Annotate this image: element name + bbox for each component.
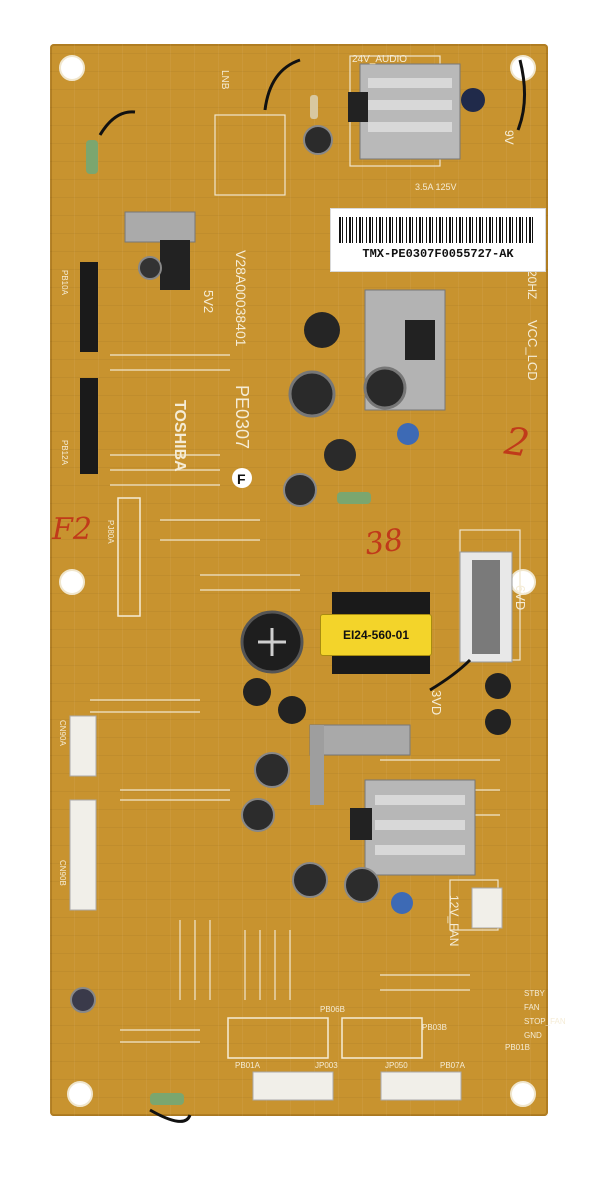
connector-label-1: PB10A bbox=[60, 270, 69, 296]
heatsink-top bbox=[348, 63, 461, 160]
connector-label-12: JP050 bbox=[385, 1061, 408, 1070]
barcode-sticker: TMX-PE0307F0055727-AK bbox=[330, 208, 546, 272]
connector-label-4: CN90A bbox=[58, 720, 67, 746]
silk-label-3: 5V2 bbox=[201, 290, 216, 313]
bracket bbox=[309, 724, 411, 805]
silk-label-9: 9V bbox=[502, 130, 516, 145]
connector-label-2: PB12A bbox=[60, 440, 69, 466]
connector-label-5: CN90B bbox=[58, 860, 67, 886]
mounting-hole bbox=[67, 1081, 93, 1107]
connector-label-8: PB07A bbox=[440, 1061, 466, 1070]
connector-label-3: PJ80A bbox=[106, 520, 115, 544]
heatsink-bottom bbox=[350, 779, 476, 876]
handwritten-mark-f2: F2 bbox=[52, 512, 92, 547]
silk-label-13: GND bbox=[524, 1031, 542, 1040]
silk-label-1: 24V_AUDIO bbox=[352, 54, 407, 65]
silk-label-5: VCC_LCD bbox=[525, 320, 540, 381]
silk-label-12: STOP_FAN bbox=[524, 1017, 566, 1026]
brand-text: TOSHIBA bbox=[171, 400, 188, 472]
blue-capacitors bbox=[391, 423, 419, 914]
silkscreen-text: TOSHIBA V28A00038401 PE0307 F 3.5A 125V … bbox=[58, 54, 566, 1070]
mounting-hole bbox=[59, 55, 85, 81]
mounting-hole bbox=[59, 569, 85, 595]
connector-label-9: PB01A bbox=[235, 1061, 261, 1070]
silk-label-4: 20HZ bbox=[525, 270, 539, 299]
connector-label-6: PB01B bbox=[505, 1043, 530, 1052]
connector-label-10: PB06B bbox=[320, 1005, 345, 1014]
silk-label-10: STBY bbox=[524, 989, 546, 998]
transformer-label: EI24-560-01 bbox=[320, 614, 432, 656]
silk-label-8: 12V_FAN bbox=[447, 895, 461, 946]
revision-badge bbox=[232, 468, 252, 488]
handwritten-mark-38: 38 bbox=[362, 522, 406, 563]
mounting-hole bbox=[510, 1081, 536, 1107]
heatsink-small bbox=[124, 211, 196, 290]
fuse-rating-text: 3.5A 125V bbox=[415, 182, 457, 192]
barcode-text: TMX-PE0307F0055727-AK bbox=[362, 247, 514, 261]
resistors bbox=[86, 95, 371, 1105]
part-number-text: V28A00038401 bbox=[233, 250, 249, 347]
silk-label-2: LNB bbox=[219, 70, 230, 90]
wires bbox=[98, 58, 527, 1123]
lnb-outline bbox=[214, 114, 286, 196]
connectors bbox=[69, 262, 503, 1101]
transformer bbox=[332, 551, 513, 674]
silk-label-6: 6VD bbox=[513, 585, 528, 610]
capacitors bbox=[70, 88, 511, 1013]
barcode bbox=[339, 217, 535, 243]
revision-text: F bbox=[237, 471, 246, 487]
silk-label-7: 3VD bbox=[429, 690, 444, 715]
connector-label-7: PB03B bbox=[422, 1023, 447, 1032]
vertical-jumpers bbox=[179, 920, 291, 1000]
connector-label-11: JP003 bbox=[315, 1061, 338, 1070]
model-code-text: PE0307 bbox=[232, 385, 252, 449]
silk-label-11: FAN bbox=[524, 1003, 540, 1012]
